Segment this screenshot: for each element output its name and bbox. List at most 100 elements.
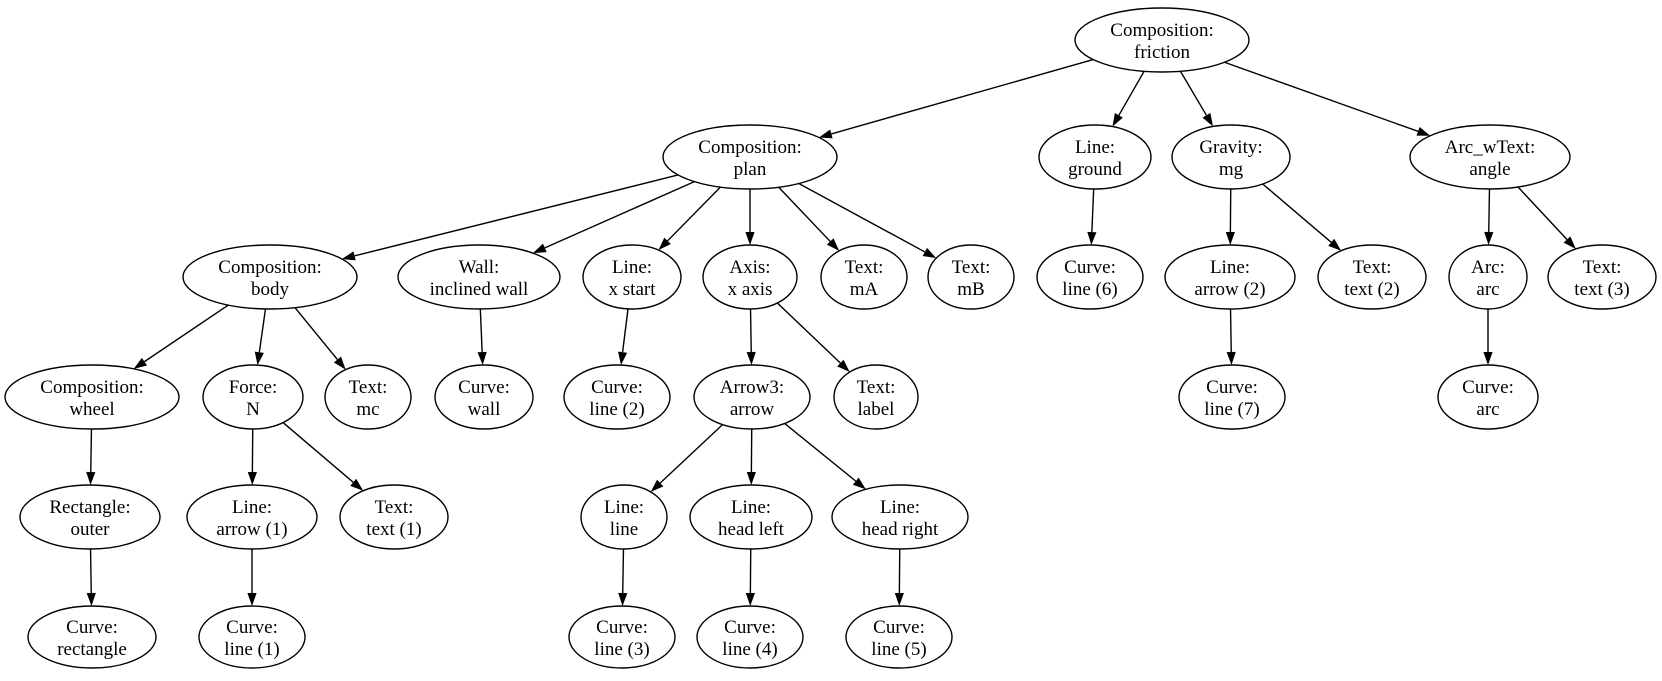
- node-ellipse: [1171, 124, 1291, 190]
- node-label-name: ground: [1068, 159, 1122, 180]
- node-line-6: Curve:line (6): [1036, 244, 1144, 310]
- node-mA: Text:mA: [820, 244, 908, 310]
- node-label-type: Line:: [880, 497, 920, 518]
- edge-wheel-to-outer: [86, 428, 96, 486]
- node-ellipse: [1036, 244, 1144, 310]
- node-ellipse: [1409, 124, 1571, 190]
- node-label-type: Curve:: [66, 617, 118, 638]
- node-label-name: line (2): [589, 399, 644, 420]
- node-label-type: Text:: [845, 257, 884, 278]
- edge-line: [90, 428, 93, 473]
- edge-line: [294, 307, 338, 361]
- edge-arrow-2-to-line-7: [1226, 308, 1236, 366]
- node-label-name: angle: [1469, 159, 1510, 180]
- edge-arrowhead-icon: [254, 351, 264, 366]
- node-label-type: Arrow3:: [720, 377, 784, 398]
- node-label-name: text (2): [1344, 279, 1399, 300]
- node-line-4: Curve:line (4): [696, 605, 804, 669]
- edge-line: [749, 308, 752, 353]
- node-label-type: Text:: [1583, 257, 1622, 278]
- edge-arrowhead-icon: [247, 471, 257, 486]
- node-text-3: Text:text (3): [1547, 244, 1657, 310]
- edge-arrowhead-icon: [341, 251, 356, 261]
- node-label-name: plan: [734, 159, 767, 180]
- edge-plan-to-x-start: [658, 186, 721, 251]
- node-line-2: Curve:line (2): [563, 364, 671, 430]
- edge-arrow3-to-head-left: [746, 428, 756, 486]
- node-label-type: Text:: [1353, 257, 1392, 278]
- node-label-type: Gravity:: [1199, 137, 1262, 158]
- edge-line: [354, 174, 679, 257]
- node-label-type: Text:: [349, 377, 388, 398]
- node-label-type: Line:: [1075, 137, 1115, 158]
- edge-head-left-to-line-4: [745, 548, 755, 607]
- node-label-name: body: [251, 279, 290, 300]
- node-ellipse: [1178, 364, 1286, 430]
- node-label-name: x axis: [728, 279, 773, 300]
- edge-head-right-to-line-5: [894, 548, 904, 607]
- node-ellipse: [563, 364, 671, 430]
- node-wheel: Composition:wheel: [4, 364, 180, 430]
- node-ellipse: [568, 605, 676, 669]
- edge-friction-to-ground: [1112, 70, 1145, 127]
- node-label-type: Composition:: [698, 137, 801, 158]
- node-label-type: Axis:: [729, 257, 770, 278]
- node-label-name: wheel: [69, 399, 114, 420]
- edge-arrowhead-icon: [333, 356, 346, 370]
- edge-line: [659, 424, 724, 484]
- node-label-name: head right: [862, 519, 939, 540]
- node-arrow-1: Line:arrow (1): [186, 484, 318, 550]
- edge-plan-to-mA: [778, 186, 840, 251]
- node-label-name: arrow (1): [216, 519, 287, 540]
- node-ellipse: [580, 484, 668, 550]
- node-label-type: Line:: [612, 257, 652, 278]
- node-label-type: Curve:: [596, 617, 648, 638]
- edge-x-start-to-line-2: [618, 308, 629, 366]
- edge-arrowhead-icon: [1087, 231, 1097, 246]
- node-label-name: N: [246, 399, 260, 420]
- node-label-name: line (7): [1204, 399, 1259, 420]
- node-label-type: Curve:: [458, 377, 510, 398]
- edge-arrow-1-to-line-1: [247, 549, 257, 606]
- node-curve-wall: Curve:wall: [434, 364, 534, 430]
- node-ellipse: [1164, 244, 1296, 310]
- edge-line: [1118, 70, 1145, 116]
- node-label-name: line (5): [871, 639, 926, 660]
- node-text-2: Text:text (2): [1317, 244, 1427, 310]
- edge-friction-to-angle: [1224, 61, 1431, 136]
- node-label-name: arrow: [730, 399, 775, 420]
- node-label-type: Curve:: [724, 617, 776, 638]
- edge-line: [831, 58, 1094, 135]
- node-outer: Rectangle:outer: [19, 484, 161, 550]
- node-friction: Composition:friction: [1074, 7, 1250, 73]
- node-ellipse: [397, 244, 561, 310]
- edge-line: [89, 548, 92, 594]
- node-label-type: Wall:: [459, 257, 500, 278]
- edge-line: [798, 182, 926, 253]
- edge-line: [544, 180, 695, 249]
- node-body: Composition:body: [182, 244, 358, 310]
- edge-line: [1224, 61, 1419, 132]
- node-ground: Line:ground: [1038, 124, 1152, 190]
- edge-arrow3-to-line: [650, 424, 724, 492]
- node-ellipse: [662, 124, 838, 190]
- node-label-name: line (3): [594, 639, 649, 660]
- edge-arrowhead-icon: [133, 357, 148, 369]
- node-head-right: Line:head right: [831, 484, 969, 550]
- edge-arrowhead-icon: [1483, 352, 1493, 365]
- node-label-name: outer: [70, 519, 110, 540]
- node-label-type: Text:: [857, 377, 896, 398]
- edge-arrowhead-icon: [1225, 231, 1235, 246]
- edge-arrowhead-icon: [1226, 351, 1236, 366]
- node-ellipse: [1074, 7, 1250, 73]
- node-x-axis: Axis:x axis: [702, 244, 798, 310]
- edge-arc-to-curve-arc: [1483, 309, 1493, 365]
- edge-arrowhead-icon: [1563, 236, 1576, 249]
- edge-arrowhead-icon: [532, 243, 547, 254]
- edge-line: [1262, 183, 1332, 243]
- edge-arrowhead-icon: [818, 129, 833, 139]
- edge-arrowhead-icon: [618, 351, 628, 366]
- node-ellipse: [324, 364, 412, 430]
- node-ellipse: [1317, 244, 1427, 310]
